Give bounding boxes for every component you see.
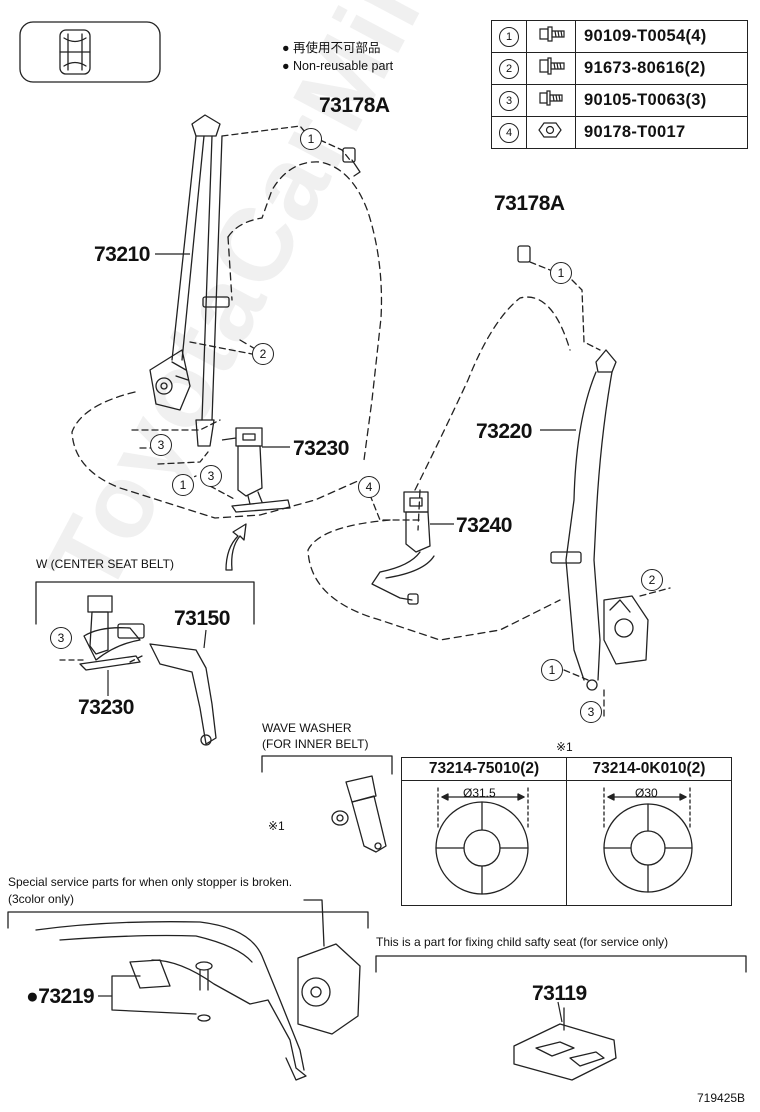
bolt-reference-table: 1 90109-T0054(4) 2 91673-80616(2) 3 9010… bbox=[491, 20, 748, 149]
bolt-row: 1 90109-T0054(4) bbox=[491, 20, 748, 53]
part-label-73220: 73220 bbox=[476, 420, 532, 443]
child-seat-bracket-drawing bbox=[513, 1007, 617, 1081]
callout-1-top-left: 1 bbox=[300, 128, 322, 150]
washer-diameter-2: Ø30 bbox=[635, 786, 658, 800]
callout-2-right: 2 bbox=[641, 569, 663, 591]
center-belt-drawing bbox=[59, 595, 217, 746]
bolt-row: 3 90105-T0063(3) bbox=[491, 84, 748, 117]
part-label-73150: 73150 bbox=[174, 607, 230, 630]
wave-washer-bracket bbox=[261, 755, 393, 775]
right-leader-lines bbox=[369, 261, 671, 717]
washer-ref-mark: ※1 bbox=[268, 819, 285, 833]
wave-washer-sublabel: (FOR INNER BELT) bbox=[262, 737, 369, 751]
nut-icon bbox=[538, 122, 562, 138]
bolt-flange-icon bbox=[539, 26, 565, 42]
callout-3-right-lower: 3 bbox=[580, 701, 602, 723]
clip-73178a-left-tab bbox=[351, 159, 361, 177]
callout-3-center: 3 bbox=[50, 627, 72, 649]
diagram-code: 719425B bbox=[697, 1091, 746, 1105]
legend-nonreusable-jp: ● 再使用不可部品 bbox=[282, 41, 381, 55]
bolt-row: 4 90178-T0017 bbox=[491, 116, 748, 149]
part-label-73210: 73210 bbox=[94, 243, 150, 266]
part-label-73178a-left: 73178A bbox=[319, 94, 390, 117]
bolt-number: 4 bbox=[499, 122, 519, 143]
buckle-73240-drawing bbox=[371, 491, 435, 605]
special-service-sublabel: (3color only) bbox=[8, 892, 75, 906]
clip-73178a-left bbox=[342, 147, 356, 163]
buckle-73230-drawing bbox=[231, 427, 291, 513]
callout-4-right: 4 bbox=[358, 476, 380, 498]
center-belt-arrow bbox=[225, 523, 247, 571]
wave-washer-table: 73214-75010(2) 73214-0K010(2) bbox=[401, 757, 732, 906]
callout-1-top-right: 1 bbox=[550, 262, 572, 284]
washer-diagram-cell bbox=[566, 780, 732, 906]
nonreusable-dot: ● bbox=[26, 985, 39, 1008]
part-label-73119: 73119 bbox=[532, 982, 587, 1005]
special-parts-bracket bbox=[7, 911, 369, 929]
part-label-73219: ●73219 bbox=[26, 985, 95, 1008]
belt-73210-drawing bbox=[149, 114, 230, 447]
bolt-number: 1 bbox=[499, 26, 519, 47]
wave-washer-drawing bbox=[331, 775, 387, 853]
callout-3-left-upper: 3 bbox=[150, 434, 172, 456]
belt-73220-drawing bbox=[550, 349, 649, 691]
part-label-73178a-right: 73178A bbox=[494, 192, 565, 215]
part-label-73230: 73230 bbox=[293, 437, 349, 460]
bolt-washer-icon bbox=[539, 57, 565, 75]
bolt-hex-icon bbox=[539, 90, 563, 106]
callout-1-right-lower: 1 bbox=[541, 659, 563, 681]
legend-nonreusable-en: ● Non-reusable part bbox=[282, 59, 394, 73]
special-service-label: Special service parts for when only stop… bbox=[8, 875, 293, 889]
center-seat-belt-label: W (CENTER SEAT BELT) bbox=[36, 557, 175, 571]
washer-diagram-cell bbox=[401, 780, 567, 906]
clip-73178a-right bbox=[517, 245, 531, 263]
bolt-part-number: 90178-T0017 bbox=[575, 116, 748, 149]
bolt-number: 2 bbox=[499, 58, 519, 79]
bolt-number: 3 bbox=[499, 90, 519, 111]
washer-part-number: 73214-0K010(2) bbox=[566, 757, 732, 781]
vehicle-locator-icon bbox=[19, 21, 161, 83]
child-seat-bracket bbox=[375, 955, 747, 973]
bolt-part-number: 91673-80616(2) bbox=[575, 52, 748, 85]
left-seat-outline bbox=[71, 161, 383, 519]
stopper-assembly-drawing bbox=[35, 899, 361, 1081]
callout-1-left-lower: 1 bbox=[172, 474, 194, 496]
bolt-row: 2 91673-80616(2) bbox=[491, 52, 748, 85]
center-belt-bracket bbox=[35, 581, 255, 625]
child-seat-label: This is a part for fixing child safty se… bbox=[376, 935, 669, 949]
washer-diameter-1: Ø31.5 bbox=[463, 786, 496, 800]
washer-table-ref-mark: ※1 bbox=[556, 740, 573, 754]
callout-2-left: 2 bbox=[252, 343, 274, 365]
part-label-73219-number: 73219 bbox=[38, 985, 95, 1008]
bolt-part-number: 90105-T0063(3) bbox=[575, 84, 748, 117]
callout-3-left-lower: 3 bbox=[200, 465, 222, 487]
part-label-73240: 73240 bbox=[456, 514, 512, 537]
bolt-part-number: 90109-T0054(4) bbox=[575, 20, 748, 53]
right-seat-outline bbox=[307, 296, 571, 641]
part-label-73230-center: 73230 bbox=[78, 696, 134, 719]
washer-part-number: 73214-75010(2) bbox=[401, 757, 567, 781]
wave-washer-label: WAVE WASHER bbox=[262, 721, 352, 735]
